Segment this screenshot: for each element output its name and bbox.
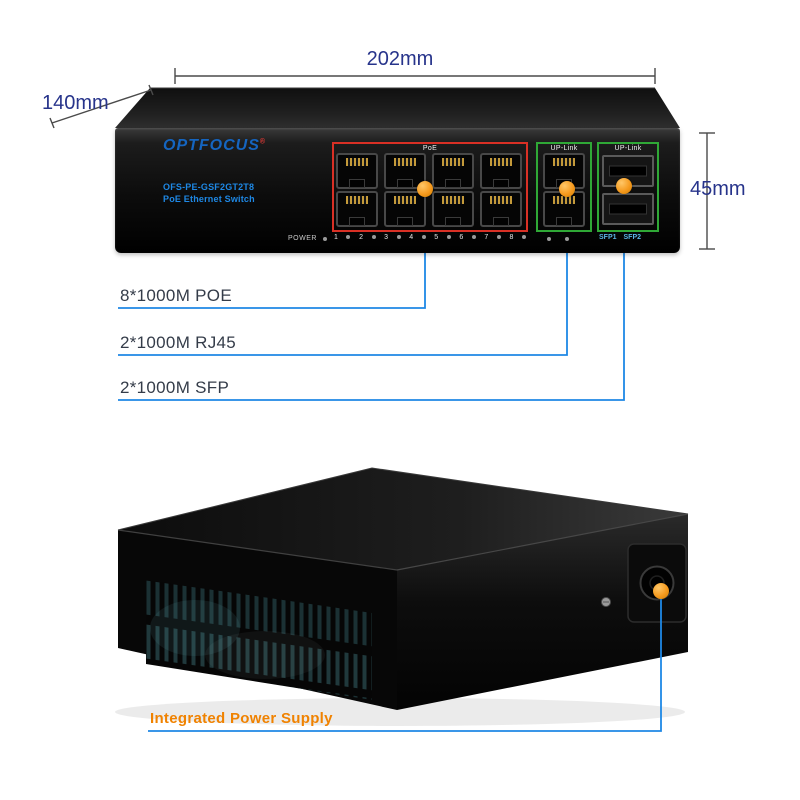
port-led-number: 7 bbox=[484, 233, 489, 241]
switch-front-panel: OPTFOCUS® OFS-PE-GSF2GT2T8 PoE Ethernet … bbox=[115, 128, 680, 253]
rear-panel-face bbox=[397, 514, 688, 710]
uplink-rj45-group: UP-Link bbox=[536, 142, 592, 232]
dimension-depth-label: 140mm bbox=[42, 92, 109, 114]
power-led bbox=[323, 237, 327, 241]
rj45-port bbox=[480, 191, 522, 227]
rear-view-shadow bbox=[115, 698, 685, 726]
vent-reflection bbox=[150, 600, 240, 656]
marker-dot-sfp bbox=[616, 178, 632, 194]
model-number: OFS-PE-GSF2GT2T8 bbox=[163, 182, 255, 192]
callout-poe-label: 8*1000M POE bbox=[120, 286, 232, 305]
port-led-number: 2 bbox=[359, 233, 363, 241]
rj45-port bbox=[384, 191, 426, 227]
marker-dot-power-inlet bbox=[653, 583, 669, 599]
sfp-led-label: SFP1 bbox=[599, 234, 617, 241]
port-led bbox=[371, 235, 376, 239]
dimension-width-label: 202mm bbox=[366, 48, 434, 70]
vent-reflection-2 bbox=[205, 631, 325, 679]
front-view-top-face bbox=[115, 88, 680, 128]
chassis-screw bbox=[601, 597, 611, 607]
uplink-sfp-group: UP-Link bbox=[597, 142, 659, 232]
uplink-led-row bbox=[547, 237, 569, 241]
product-name: PoE Ethernet Switch bbox=[163, 194, 255, 204]
port-led bbox=[446, 235, 451, 239]
callout-rj45-label: 2*1000M RJ45 bbox=[120, 333, 237, 352]
dimension-height-label: 45mm bbox=[690, 178, 746, 200]
marker-dot-rj45-uplink bbox=[559, 181, 575, 197]
callout-power-supply-label: Integrated Power Supply bbox=[150, 710, 333, 727]
rear-view-left-top-edge bbox=[117, 529, 398, 571]
rj45-port bbox=[336, 153, 378, 189]
uplink-rj45-port bbox=[543, 191, 585, 227]
port-led-number: 3 bbox=[384, 233, 389, 241]
sfp-led-row: SFP1 SFP2 bbox=[599, 234, 641, 241]
rj45-port bbox=[336, 191, 378, 227]
port-led-row: 1 2 3 4 5 6 7 8 bbox=[334, 231, 526, 243]
rj45-port bbox=[432, 191, 474, 227]
port-led-number: 6 bbox=[459, 233, 464, 241]
port-led-number: 1 bbox=[334, 233, 338, 241]
rear-view-back-edges bbox=[117, 467, 689, 531]
port-led bbox=[521, 235, 526, 239]
callout-sfp-label: 2*1000M SFP bbox=[120, 378, 230, 397]
port-led bbox=[421, 235, 426, 239]
poe-port-group: PoE bbox=[332, 142, 528, 232]
dimension-lines bbox=[49, 68, 715, 250]
poe-group-label: PoE bbox=[422, 145, 438, 152]
port-led bbox=[471, 235, 476, 239]
port-led-number: 5 bbox=[434, 233, 439, 241]
vent-grille bbox=[146, 580, 372, 700]
uplink-led bbox=[547, 237, 551, 241]
uplink-rj45-group-label: UP-Link bbox=[550, 145, 578, 152]
port-led-number: 4 bbox=[409, 233, 414, 241]
rj45-port bbox=[480, 153, 522, 189]
port-led-number: 8 bbox=[509, 233, 514, 241]
rear-view-front-top-edge bbox=[396, 513, 689, 571]
uplink-led bbox=[565, 237, 569, 241]
port-led bbox=[496, 235, 501, 239]
uplink-sfp-group-label: UP-Link bbox=[614, 145, 642, 152]
port-led bbox=[396, 235, 401, 239]
rj45-port bbox=[432, 153, 474, 189]
sfp-led-label: SFP2 bbox=[623, 234, 642, 241]
brand-logo: OPTFOCUS® bbox=[163, 137, 266, 155]
sfp-port bbox=[602, 193, 654, 225]
power-led-label: POWER bbox=[288, 235, 317, 242]
marker-dot-poe bbox=[417, 181, 433, 197]
port-led bbox=[346, 235, 351, 239]
registered-mark: ® bbox=[259, 138, 267, 146]
brand-text: OPTFOCUS bbox=[163, 137, 260, 154]
